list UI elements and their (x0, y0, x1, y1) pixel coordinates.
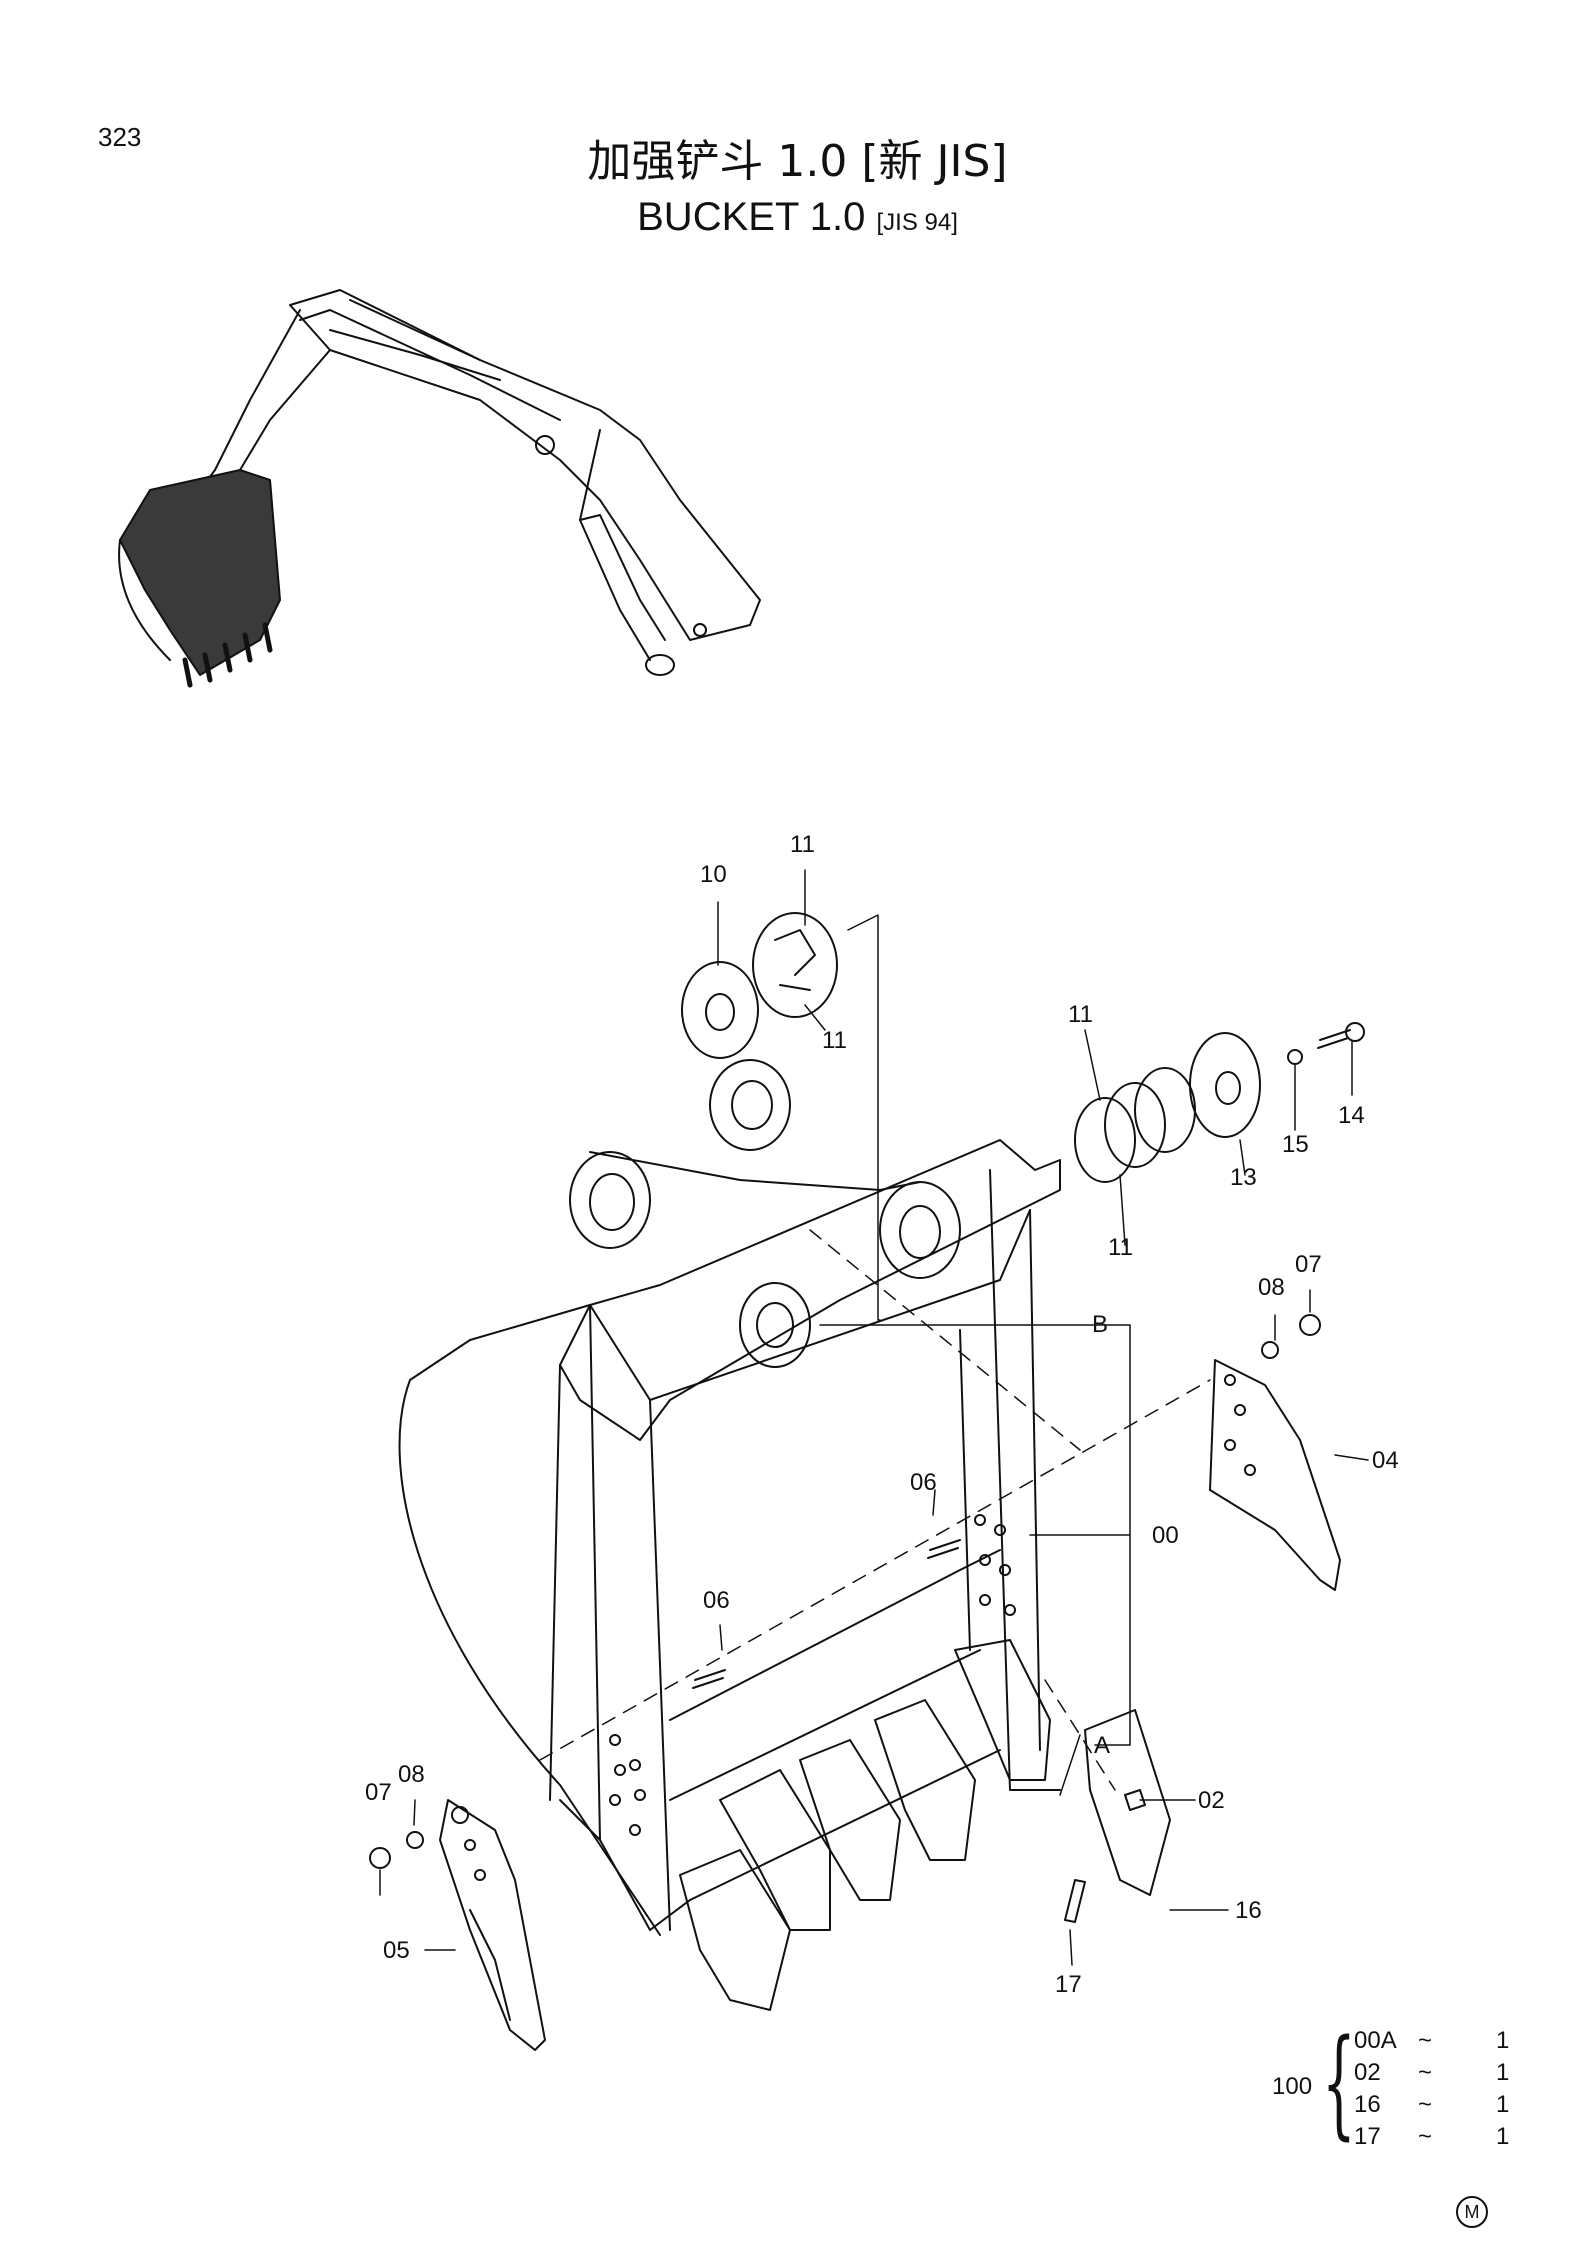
title-english: BUCKET 1.0 [JIS 94] (0, 189, 1595, 251)
title-english-main: BUCKET 1.0 (637, 195, 866, 239)
side-cutter-right (1209, 1359, 1341, 1591)
callout-14: 14 (1338, 1102, 1365, 1129)
overview-bucket (118, 469, 281, 688)
callout-16: 16 (1235, 1897, 1262, 1924)
kit-row-code: 00A (1354, 2027, 1397, 2054)
brand-mark: M (1456, 2196, 1488, 2228)
kit-row-qty: 1 (1496, 2123, 1510, 2150)
side-cutter-left (439, 1799, 546, 2051)
leader-lines (379, 869, 1369, 1966)
kit-row: 00A ~ 1 (1354, 2025, 1509, 2057)
callout-11-mid-left: 11 (822, 1027, 847, 1054)
title-chinese: 加强铲斗 1.0 [新 JIS] (587, 136, 1008, 187)
bucket-bosses (569, 1059, 961, 1368)
kit-label: 100 (1272, 2073, 1313, 2100)
callout-05: 05 (383, 1937, 410, 1964)
kit-row: 02 ~ 1 (1354, 2057, 1509, 2089)
title-english-sub: [JIS 94] (876, 209, 958, 236)
callout-11-right-top: 11 (1068, 1001, 1093, 1028)
bucket-teeth (679, 1639, 1171, 2011)
kit-row-code: 17 (1354, 2123, 1381, 2150)
kit-row-tilde: ~ (1418, 2091, 1433, 2118)
kit-rows: 00A ~ 1 02 ~ 1 16 ~ 1 17 ~ 1 (1354, 2025, 1509, 2153)
spacer-parts-left (681, 912, 838, 1059)
page-title: 加强铲斗 1.0 [新 JIS] BUCKET 1.0 [JIS 94] (0, 135, 1595, 251)
callout-07-left: 07 (365, 1779, 392, 1806)
kit-row-tilde: ~ (1418, 2059, 1433, 2086)
kit-brace: { (1322, 2013, 1356, 2151)
excavator-overview (179, 289, 761, 676)
callout-07-right: 07 (1295, 1251, 1322, 1278)
kit-row: 16 ~ 1 (1354, 2089, 1509, 2121)
kit-row-code: 02 (1354, 2059, 1381, 2086)
page-number: 323 (98, 122, 142, 152)
kit-row-tilde: ~ (1418, 2027, 1433, 2054)
callout-A: A (1094, 1732, 1111, 1759)
callout-13: 13 (1230, 1164, 1257, 1191)
kit-row-qty: 1 (1496, 2059, 1510, 2086)
kit-row: 17 ~ 1 (1354, 2121, 1509, 2153)
kit-row-code: 16 (1354, 2091, 1381, 2118)
shim-stack-right (1074, 1022, 1365, 1183)
kit-row-tilde: ~ (1418, 2123, 1433, 2150)
callout-08-left: 08 (398, 1761, 425, 1788)
callout-06-left: 06 (703, 1587, 730, 1614)
callout-06-right: 06 (910, 1469, 937, 1496)
small-hardware (369, 1314, 1321, 1923)
callout-08-right: 08 (1258, 1274, 1285, 1301)
bucket-body (398, 1139, 1061, 1936)
kit-row-qty: 1 (1496, 2027, 1510, 2054)
kit-row-qty: 1 (1496, 2091, 1510, 2118)
callout-11-right-bottom: 11 (1108, 1234, 1133, 1261)
callout-10: 10 (700, 861, 727, 888)
callout-15: 15 (1282, 1131, 1309, 1158)
callout-B: B (1092, 1311, 1109, 1338)
callout-04: 04 (1372, 1447, 1399, 1474)
callout-00: 00 (1152, 1522, 1179, 1549)
callout-11-top: 11 (790, 831, 815, 858)
callout-02: 02 (1198, 1787, 1225, 1814)
callout-17: 17 (1055, 1971, 1082, 1998)
